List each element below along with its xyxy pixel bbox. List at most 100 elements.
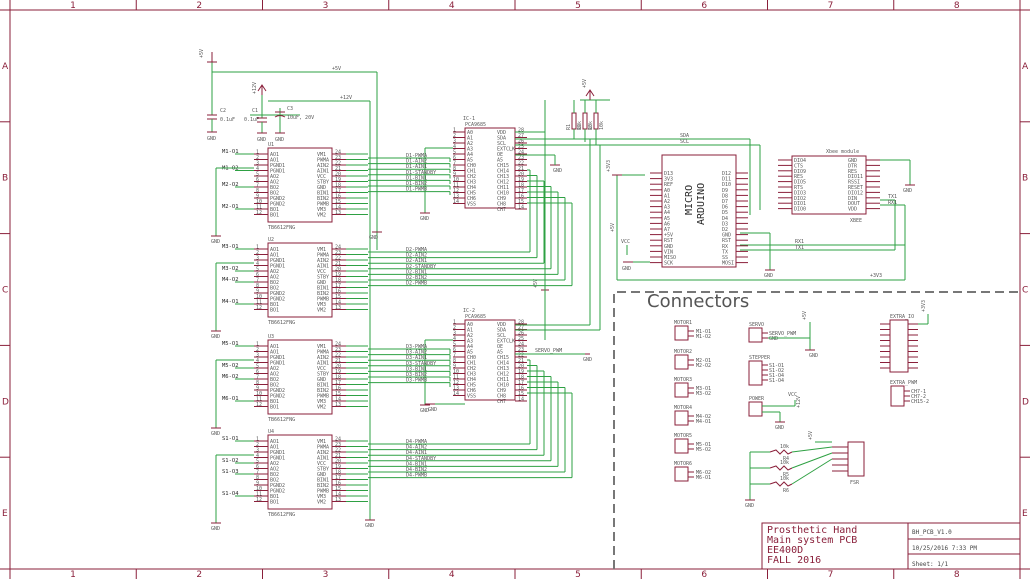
- svg-text:CH11: CH11: [497, 185, 509, 191]
- svg-text:15: 15: [335, 391, 341, 397]
- svg-text:D4: D4: [722, 216, 728, 222]
- svg-text:+5V: +5V: [808, 431, 814, 440]
- svg-text:2: 2: [453, 325, 456, 331]
- svg-text:D3-BIN2: D3-BIN2: [406, 372, 427, 378]
- svg-text:CH0: CH0: [467, 163, 476, 169]
- svg-text:GND: GND: [365, 523, 374, 529]
- svg-text:27: 27: [518, 325, 524, 331]
- svg-text:AO1: AO1: [270, 247, 279, 253]
- svg-text:17: 17: [335, 283, 341, 289]
- svg-text:SDA: SDA: [497, 328, 506, 334]
- svg-text:SCL: SCL: [497, 333, 506, 339]
- svg-text:12: 12: [256, 402, 262, 408]
- svg-text:M1-O1: M1-O1: [696, 329, 711, 335]
- svg-text:24: 24: [335, 437, 341, 443]
- svg-text:PWMB: PWMB: [317, 489, 329, 495]
- net-wire: D1-PWMB: [368, 187, 451, 195]
- capacitor-c1: C1 0.1uF GND: [244, 108, 267, 143]
- svg-text:VIN: VIN: [664, 249, 673, 255]
- svg-text:RES: RES: [848, 169, 857, 175]
- xbee-module: Xbee moduleXBEEDIO4CTSDIO9RESDIO5RTSDIO3…: [778, 149, 915, 224]
- svg-text:DIO5: DIO5: [794, 180, 806, 186]
- svg-text:4: 4: [256, 358, 259, 364]
- svg-text:10: 10: [256, 391, 262, 397]
- svg-text:AO1: AO1: [270, 350, 279, 356]
- svg-text:U3: U3: [268, 334, 274, 340]
- svg-text:11: 11: [453, 375, 459, 381]
- svg-text:M4-O1: M4-O1: [696, 419, 711, 425]
- svg-text:AO2: AO2: [270, 366, 279, 372]
- svg-text:21: 21: [518, 166, 524, 172]
- net-wire: D4-STANDBY: [368, 376, 552, 462]
- svg-text:BO1: BO1: [270, 308, 279, 314]
- svg-text:4: 4: [453, 144, 456, 150]
- svg-text:11: 11: [256, 492, 262, 498]
- grid-row-label-right: E: [1022, 509, 1028, 519]
- svg-text:BO2: BO2: [270, 185, 279, 191]
- svg-text:GND: GND: [764, 273, 773, 279]
- svg-text:4: 4: [256, 261, 259, 267]
- net-wire: D4-BIN1: [368, 381, 559, 467]
- svg-text:CH15-2: CH15-2: [911, 399, 929, 405]
- svg-text:AO2: AO2: [270, 275, 279, 281]
- net-wire: D4-AIN1: [368, 370, 545, 456]
- svg-text:SERVO_PWM: SERVO_PWM: [769, 331, 796, 337]
- pwm-chip-ic-2: IC-2PCA9685A01A12A23A34A45A56CH07CH18CH2…: [420, 308, 527, 414]
- svg-text:12: 12: [256, 305, 262, 311]
- motor-output-label: M2-O2: [222, 182, 239, 188]
- svg-text:CTS: CTS: [794, 163, 803, 169]
- svg-text:0.1uF: 0.1uF: [244, 117, 259, 123]
- svg-text:10: 10: [256, 199, 262, 205]
- title-file: BH_PCB_V1.0: [912, 529, 952, 536]
- svg-text:VSS: VSS: [467, 394, 476, 400]
- svg-text:22: 22: [335, 353, 341, 359]
- svg-text:PGND1: PGND1: [270, 361, 285, 367]
- svg-text:R6: R6: [783, 488, 789, 494]
- svg-text:BO1: BO1: [270, 213, 279, 219]
- svg-text:MICRO: MICRO: [684, 185, 695, 215]
- svg-text:D9: D9: [722, 188, 728, 194]
- svg-text:D3-STANDBY: D3-STANDBY: [406, 361, 436, 367]
- svg-text:D3-BIN1: D3-BIN1: [406, 366, 427, 372]
- net-label-5v: +5V: [332, 66, 341, 72]
- svg-text:VCC: VCC: [788, 392, 797, 398]
- svg-text:VDD: VDD: [848, 207, 857, 213]
- svg-text:FSR: FSR: [850, 480, 860, 486]
- motor-output-label: M3-O1: [222, 244, 239, 250]
- svg-text:CH14: CH14: [497, 361, 509, 367]
- svg-text:19: 19: [335, 177, 341, 183]
- svg-text:DIO4: DIO4: [794, 158, 806, 164]
- svg-text:24: 24: [518, 342, 524, 348]
- svg-text:6: 6: [256, 369, 259, 375]
- net-wire: D1-AIN2: [368, 159, 451, 168]
- svg-text:4: 4: [453, 336, 456, 342]
- motor-output-label: S1-O4: [222, 491, 239, 497]
- svg-text:OE: OE: [497, 344, 503, 350]
- svg-text:VM1: VM1: [317, 152, 326, 158]
- svg-text:20: 20: [335, 459, 341, 465]
- svg-text:4: 4: [256, 453, 259, 459]
- svg-text:23: 23: [335, 442, 341, 448]
- svg-text:D13: D13: [664, 171, 673, 177]
- svg-text:D3-AIN2: D3-AIN2: [406, 350, 427, 356]
- svg-text:GND: GND: [553, 168, 562, 174]
- svg-text:PGND2: PGND2: [270, 483, 285, 489]
- svg-text:17: 17: [518, 380, 524, 386]
- svg-text:D1-STANDBY: D1-STANDBY: [406, 170, 436, 176]
- net-wire: D3-PWMA: [368, 344, 451, 354]
- svg-text:20: 20: [335, 364, 341, 370]
- svg-text:8: 8: [256, 475, 259, 481]
- net-wire: D4-PWMB: [368, 392, 573, 479]
- net-wire: D3-BIN1: [368, 366, 451, 376]
- svg-text:AO1: AO1: [270, 152, 279, 158]
- svg-text:8: 8: [256, 188, 259, 194]
- grid-col-label-top: 2: [196, 1, 202, 11]
- svg-text:TB6612FNG: TB6612FNG: [268, 417, 295, 423]
- svg-text:3: 3: [256, 353, 259, 359]
- svg-text:R4: R4: [783, 456, 789, 462]
- svg-text:21: 21: [335, 453, 341, 459]
- svg-text:Xbee module: Xbee module: [826, 149, 859, 155]
